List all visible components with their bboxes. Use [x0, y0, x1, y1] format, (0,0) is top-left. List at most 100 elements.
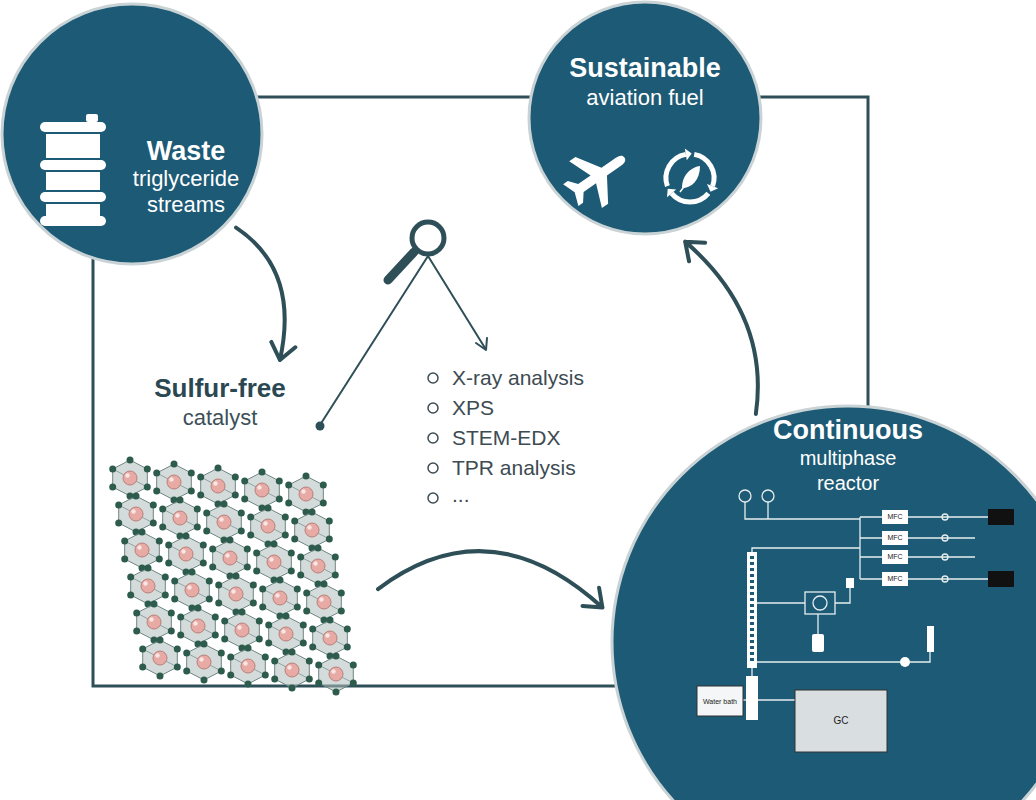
- node-body: aviation fuel: [545, 84, 745, 112]
- polyhedron: [207, 504, 242, 540]
- oxygen-atom: [174, 646, 181, 653]
- oxygen-atom: [250, 600, 257, 607]
- polyhedron: [125, 532, 160, 568]
- reactor-schematic-part-part: [942, 576, 948, 582]
- oxygen-atom: [294, 586, 301, 593]
- barrel-icon-part-part: [40, 192, 106, 202]
- barrel-icon-part-part: [86, 114, 98, 122]
- polyhedron-edge: [181, 617, 216, 635]
- polyhedron-edge: [275, 661, 310, 679]
- oxygen-atom: [177, 497, 184, 504]
- metal-atom: [279, 627, 293, 641]
- oxygen-atom: [215, 600, 222, 607]
- flow-arrow: [685, 242, 758, 414]
- oxygen-atom: [151, 601, 158, 608]
- oxygen-atom: [206, 578, 213, 585]
- metal-atom: [311, 559, 325, 573]
- reactor-schematic-part: [988, 509, 1014, 587]
- polyhedron: [169, 536, 204, 572]
- atom-highlight: [187, 585, 191, 589]
- reactor-schematic-part: [746, 510, 934, 720]
- magnifier-icon-part: [320, 256, 428, 425]
- oxygen-atom: [326, 518, 333, 525]
- reactor-schematic-part-part: [900, 657, 910, 667]
- oxygen-atom: [221, 636, 228, 643]
- atom-highlight: [269, 557, 273, 561]
- oxygen-atom: [153, 470, 160, 477]
- polyhedron-edge: [263, 589, 298, 607]
- oxygen-atom: [227, 672, 234, 679]
- oxygen-atom: [309, 644, 316, 651]
- metal-atom: [179, 547, 193, 561]
- recycle-icon-part-part: [707, 184, 718, 192]
- metal-atom: [235, 623, 249, 637]
- oxygen-atom: [288, 550, 295, 557]
- oxygen-atom: [344, 626, 351, 633]
- oxygen-atom: [256, 618, 263, 625]
- oxygen-atom: [338, 590, 345, 597]
- atom-highlight: [193, 621, 197, 625]
- list-bullets-part: [428, 463, 438, 473]
- recycle-icon-part: [680, 176, 692, 192]
- oxygen-atom: [245, 681, 252, 688]
- oxygen-atom: [241, 478, 248, 485]
- recycle-icon-part: [667, 149, 718, 198]
- polyhedron: [319, 656, 354, 692]
- list-bullets-part: [428, 373, 438, 383]
- oxygen-atom: [300, 640, 307, 647]
- oxygen-atom: [218, 650, 225, 657]
- oxygen-atom: [309, 509, 316, 516]
- metal-atom: [173, 511, 187, 525]
- metal-atom: [191, 619, 205, 633]
- oxygen-atom: [350, 662, 357, 669]
- oxygen-atom: [244, 546, 251, 553]
- oxygen-atom: [115, 502, 122, 509]
- input-circle: Wastetriglyceride streams: [0, 2, 264, 266]
- oxygen-atom: [250, 582, 257, 589]
- metal-atom: [223, 551, 237, 565]
- metal-atom: [211, 479, 225, 493]
- text-block: Sustainableaviation fuel: [545, 52, 745, 112]
- oxygen-atom: [159, 506, 166, 513]
- oxygen-atom: [233, 573, 240, 580]
- oxygen-atom: [200, 542, 207, 549]
- metal-atom: [135, 543, 149, 557]
- oxygen-atom: [306, 676, 313, 683]
- node-heading: Sustainable: [545, 52, 745, 84]
- oxygen-atom: [121, 556, 128, 563]
- oxygen-atom: [276, 496, 283, 503]
- oxygen-atom: [133, 610, 140, 617]
- oxygen-atom: [306, 658, 313, 665]
- polyhedron: [175, 572, 210, 608]
- oxygen-atom: [244, 564, 251, 571]
- oxygen-atom: [127, 574, 134, 581]
- polyhedron: [157, 464, 192, 500]
- metal-atom: [197, 655, 211, 669]
- polyhedron: [269, 616, 304, 652]
- reactor-schematic-part-part: [751, 668, 752, 676]
- reactor-schematic-part-part: [927, 626, 934, 652]
- oxygen-atom: [265, 622, 272, 629]
- atom-highlight: [243, 661, 247, 665]
- atom-highlight: [231, 589, 235, 593]
- atom-highlight: [131, 509, 135, 513]
- metal-atom: [185, 583, 199, 597]
- reactor-schematic-part-part: [812, 634, 824, 652]
- reactor-schematic-part-part: [762, 490, 774, 502]
- oxygen-atom: [115, 520, 122, 527]
- metal-atom: [267, 555, 281, 569]
- oxygen-atom: [297, 554, 304, 561]
- atom-highlight: [257, 485, 261, 489]
- polyhedron: [113, 460, 148, 496]
- equipment-label: Water bath: [697, 697, 743, 706]
- oxygen-atom: [277, 577, 284, 584]
- node-body: multiphase reactor: [788, 446, 908, 496]
- polyhedron-edge: [163, 509, 198, 527]
- oxygen-atom: [171, 578, 178, 585]
- atom-highlight: [281, 629, 285, 633]
- reactor-schematic-part-part: [988, 571, 1014, 587]
- oxygen-atom: [139, 646, 146, 653]
- oxygen-atom: [294, 604, 301, 611]
- atom-highlight: [237, 625, 241, 629]
